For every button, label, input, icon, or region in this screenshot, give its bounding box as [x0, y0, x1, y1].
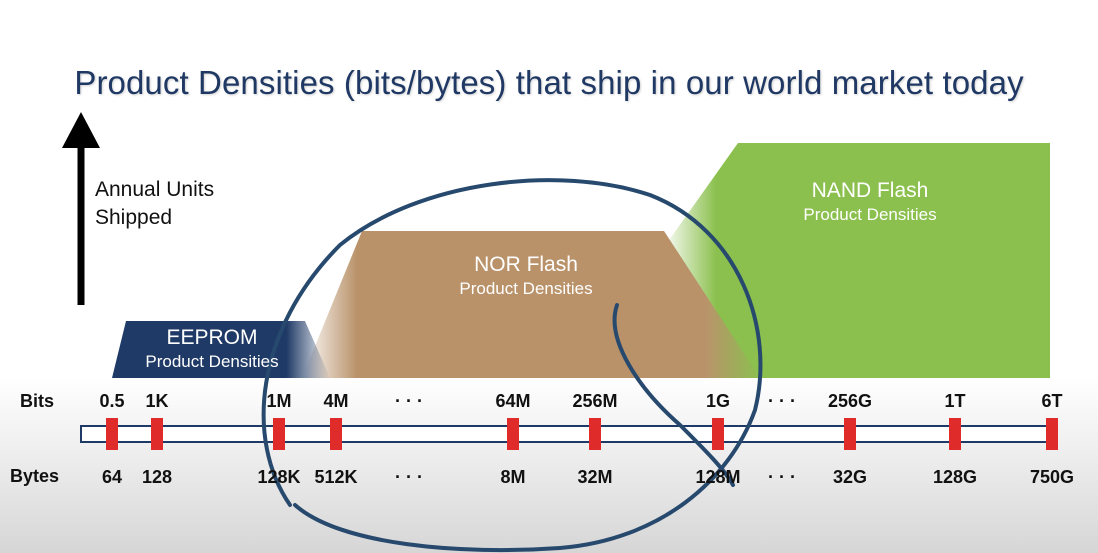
bits-tick-label: 64M	[495, 391, 531, 411]
bits-tick-label: 256G	[827, 391, 873, 411]
tick-marker	[106, 418, 118, 450]
tick-marker	[1046, 418, 1058, 450]
bits-tick-label: 4M	[323, 391, 349, 411]
bytes-tick-label: 128	[141, 467, 173, 487]
bits-tick-label: 256M	[572, 391, 618, 411]
tick-marker	[712, 418, 724, 450]
tick-marker	[844, 418, 856, 450]
nand-flash-label: NAND Flash Product Densities	[765, 179, 975, 225]
bytes-tick-label: 128G	[932, 467, 978, 487]
eeprom-band	[112, 321, 330, 378]
bytes-tick-label: · · ·	[395, 467, 423, 487]
bytes-tick-label: 512K	[314, 467, 358, 487]
density-track	[80, 425, 1057, 443]
tick-markers	[106, 418, 1058, 450]
tick-marker	[330, 418, 342, 450]
bits-tick-label: 0.5	[99, 391, 125, 411]
eeprom-label: EEPROM Product Densities	[126, 326, 298, 372]
tick-marker	[151, 418, 163, 450]
hand-drawn-circle	[261, 178, 763, 553]
bits-tick-label: 1M	[266, 391, 292, 411]
page-title: Product Densities (bits/bytes) that ship…	[74, 64, 1024, 101]
hand-drawn-stroke	[612, 303, 735, 487]
eeprom-sub-label: Product Densities	[145, 352, 279, 371]
bytes-row-label: Bytes	[10, 466, 60, 486]
tick-marker	[589, 418, 601, 450]
nor-flash-sub-label: Product Densities	[459, 279, 593, 298]
bits-tick-label: · · ·	[768, 391, 796, 411]
tick-marker	[507, 418, 519, 450]
tick-marker	[949, 418, 961, 450]
bytes-tick-label: 128K	[257, 467, 301, 487]
bits-row-label: Bits	[20, 391, 55, 411]
bits-tick-label: 1K	[145, 391, 169, 411]
tick-marker	[273, 418, 285, 450]
bits-tick-label: 6T	[1041, 391, 1063, 411]
bytes-tick-label: 32M	[577, 467, 613, 487]
bits-tick-label: 1G	[705, 391, 730, 411]
bytes-tick-label: 750G	[1029, 467, 1075, 487]
bytes-tick-label: 8M	[500, 467, 526, 487]
bytes-tick-label: 128M	[695, 467, 741, 487]
nor-flash-band	[302, 231, 760, 378]
nand-flash-band	[662, 143, 1050, 378]
bits-tick-label: 1T	[944, 391, 966, 411]
bytes-tick-label: · · ·	[768, 467, 796, 487]
arrow-up-icon	[62, 112, 100, 305]
bits-tick-label: · · ·	[395, 391, 423, 411]
bytes-tick-label: 32G	[832, 467, 868, 487]
bytes-tick-label: 64	[101, 467, 123, 487]
nor-flash-label: NOR Flash Product Densities	[420, 253, 632, 299]
nand-flash-sub-label: Product Densities	[803, 205, 937, 224]
y-axis-label: Annual Units Shipped	[95, 178, 215, 229]
